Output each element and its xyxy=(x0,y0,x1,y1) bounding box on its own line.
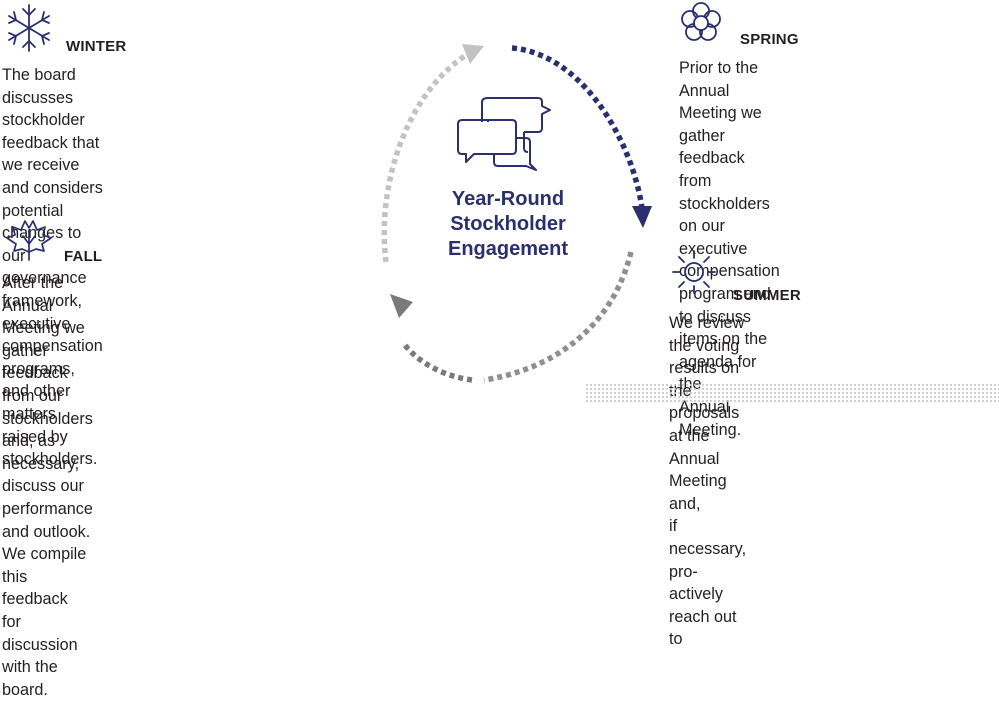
text-line: Prior to the Annual Meeting we gather xyxy=(679,59,762,145)
text-line: The board discusses stockholder xyxy=(2,66,85,130)
sun-icon xyxy=(672,250,716,294)
arc-summer xyxy=(483,251,634,383)
text-line: After the Annual Meeting we gather xyxy=(2,274,85,360)
arrowhead-fall xyxy=(390,294,413,318)
text-line: executive compensation program and xyxy=(679,239,780,303)
text-line: proposals at the Annual Meeting and, xyxy=(669,404,740,513)
cycle-diagram xyxy=(381,44,652,383)
fall-title: FALL xyxy=(64,248,103,265)
spring-text: Prior to the Annual Meeting we gather fe… xyxy=(679,57,780,441)
arrowhead-winter xyxy=(462,44,484,64)
arc-fall xyxy=(401,342,473,383)
summer-title: SUMMER xyxy=(733,287,801,304)
spring-title: SPRING xyxy=(740,31,799,48)
text-line: if necessary, pro-actively reach out to xyxy=(669,517,747,649)
winter-title: WINTER xyxy=(66,38,127,55)
center-title-line: Engagement xyxy=(447,238,569,260)
text-line: feedback from stockholders on our xyxy=(679,149,770,236)
flower-icon xyxy=(681,2,721,41)
speech-bubbles-icon xyxy=(457,97,551,171)
text-line: for discussion with the board. xyxy=(2,612,78,699)
snowflake-icon xyxy=(8,4,50,52)
center-title: Year-Round Stockholder Engagement xyxy=(408,187,608,262)
summer-text: We review the voting results on the prop… xyxy=(669,312,746,651)
text-line: feedback that we receive and considers xyxy=(2,133,103,197)
arrowhead-spring xyxy=(632,206,652,228)
text-line: necessary, discuss our performance xyxy=(2,454,93,518)
dotted-border xyxy=(585,383,999,404)
fall-text: After the Annual Meeting we gather feedb… xyxy=(2,272,93,701)
text-line: feedback from our stockholders and, as xyxy=(2,364,93,451)
text-line: framework, executive compensation xyxy=(2,291,103,356)
arc-winter xyxy=(381,51,470,263)
arc-spring xyxy=(511,45,645,209)
center-title-line: Stockholder xyxy=(450,213,566,235)
leaf-icon xyxy=(6,220,52,261)
center-title-line: Year-Round xyxy=(451,188,565,210)
text-line: and outlook. We compile this feedback xyxy=(2,522,91,609)
